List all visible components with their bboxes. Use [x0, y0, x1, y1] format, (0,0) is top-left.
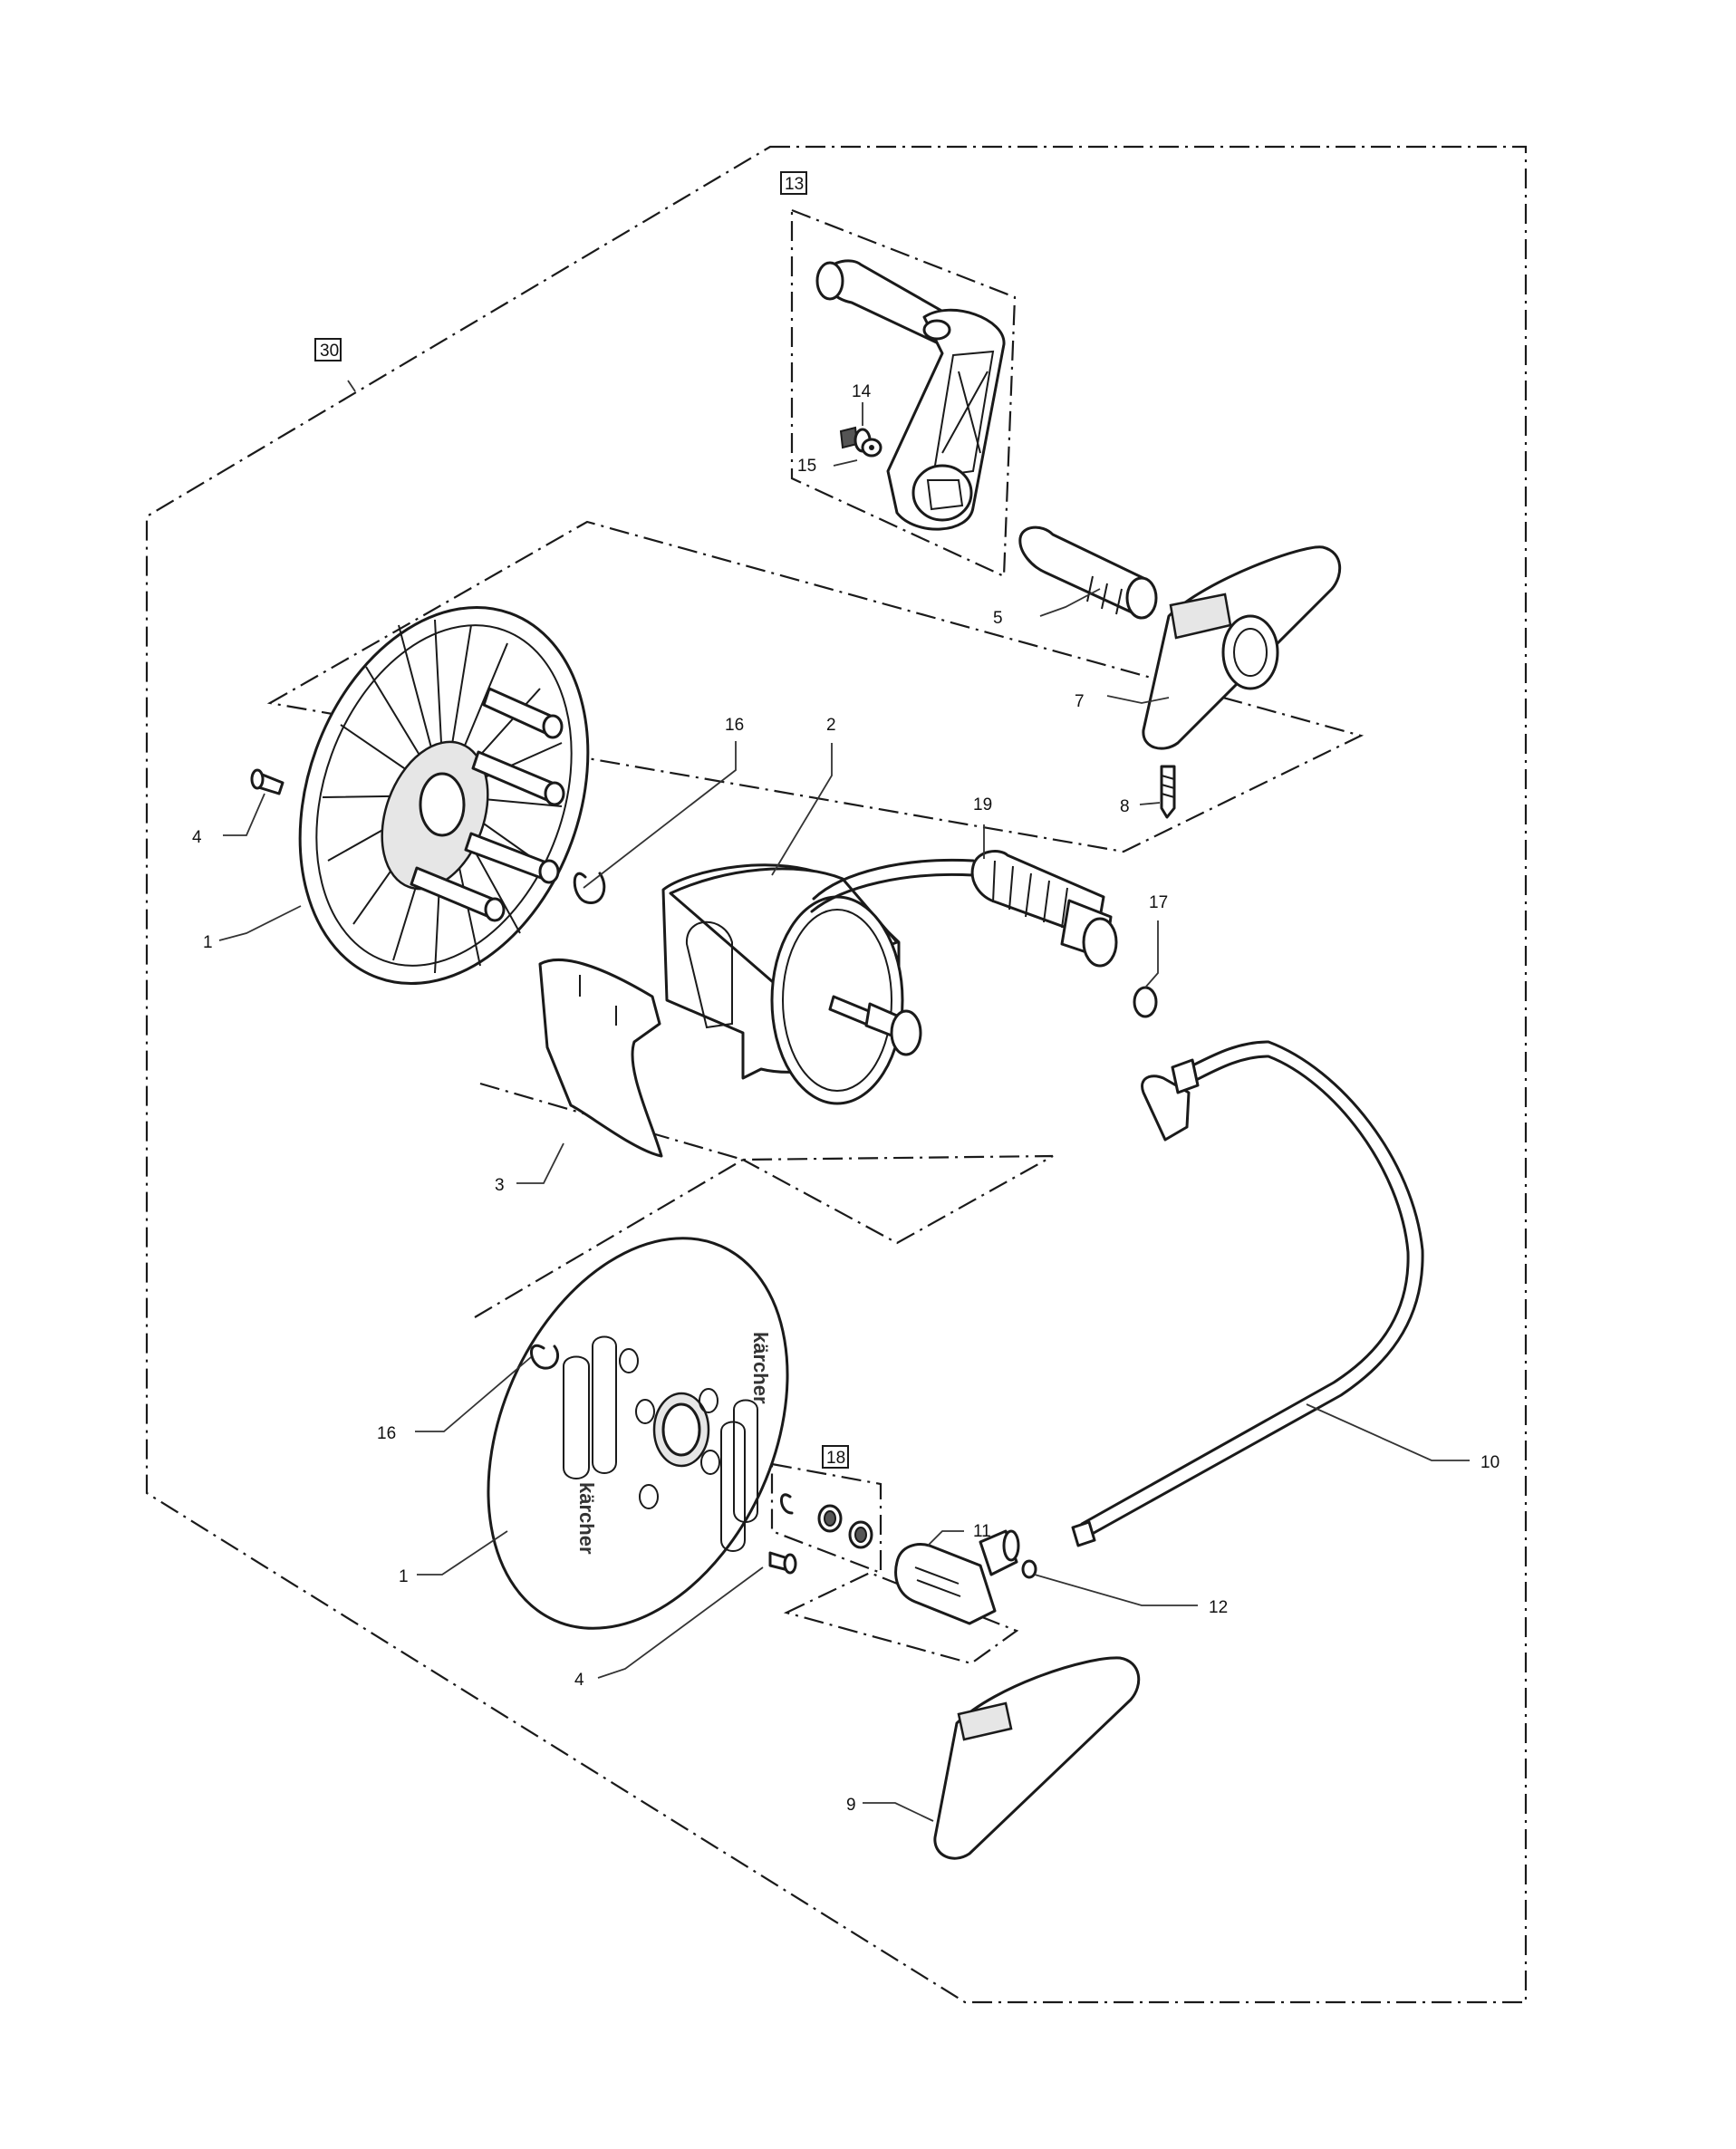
label-8: 8 — [1120, 797, 1130, 816]
side-bracket-7 — [1142, 545, 1342, 750]
label-4-top: 4 — [192, 828, 202, 847]
reel-disc-lower-1: kärcher kärcher — [487, 1237, 789, 1630]
hose-10 — [1071, 1040, 1424, 1547]
hose-connector-19 — [810, 850, 1118, 968]
subassembly-18-boundary — [770, 1462, 882, 1575]
lower-assembly-boundary — [474, 1159, 744, 1318]
label-12: 12 — [1209, 1598, 1228, 1617]
reel-disc-upper-1 — [298, 605, 590, 986]
label-10: 10 — [1480, 1453, 1500, 1472]
label-16-top: 16 — [725, 716, 744, 735]
label-7: 7 — [1075, 692, 1085, 711]
logo-text-top: kärcher — [749, 1332, 772, 1404]
label-4-bottom: 4 — [574, 1671, 584, 1690]
label-3: 3 — [495, 1176, 505, 1195]
label-box-18 — [822, 1445, 849, 1469]
screw-4-upper — [250, 768, 285, 795]
o-ring-17 — [1133, 986, 1158, 1018]
crank-handle-13 — [815, 259, 1006, 531]
label-box-13 — [780, 171, 807, 195]
shaft-5 — [1018, 525, 1158, 620]
cover-shell-3 — [538, 959, 663, 1158]
swivel-fitting-11 — [894, 1529, 1020, 1625]
drum-2 — [661, 863, 922, 1105]
label-18: 18 — [826, 1449, 845, 1468]
label-14: 14 — [852, 382, 872, 401]
drum-assembly-boundary — [479, 1082, 1054, 1245]
label-16-bottom: 16 — [377, 1424, 396, 1443]
label-11: 11 — [973, 1522, 991, 1541]
label-30: 30 — [320, 342, 339, 361]
label-1-top: 1 — [203, 933, 213, 952]
label-13: 13 — [785, 175, 804, 194]
circlip-16-upper — [573, 872, 606, 904]
logo-text-bottom: kärcher — [575, 1482, 598, 1555]
upper-assembly-boundary — [266, 520, 1365, 853]
lower-holder-boundary — [783, 1571, 1019, 1665]
label-19: 19 — [973, 795, 992, 814]
o-ring-12 — [1021, 1559, 1037, 1579]
label-5: 5 — [993, 609, 1003, 628]
lower-bracket-9 — [933, 1656, 1141, 1860]
label-2: 2 — [826, 716, 836, 735]
screw-8 — [1160, 765, 1176, 819]
assembly-30-boundary — [145, 145, 1528, 2004]
screw-4-lower — [768, 1551, 797, 1575]
label-9: 9 — [846, 1796, 856, 1815]
label-1-bottom: 1 — [399, 1567, 409, 1586]
label-15: 15 — [797, 457, 816, 476]
seal-set-18 — [780, 1493, 873, 1549]
label-box-30 — [314, 338, 342, 361]
label-17: 17 — [1149, 893, 1168, 912]
subassembly-13-boundary — [790, 208, 1017, 578]
leader-lines — [218, 380, 1470, 1822]
washer-15 — [861, 438, 882, 458]
circlip-16-lower — [530, 1344, 559, 1370]
